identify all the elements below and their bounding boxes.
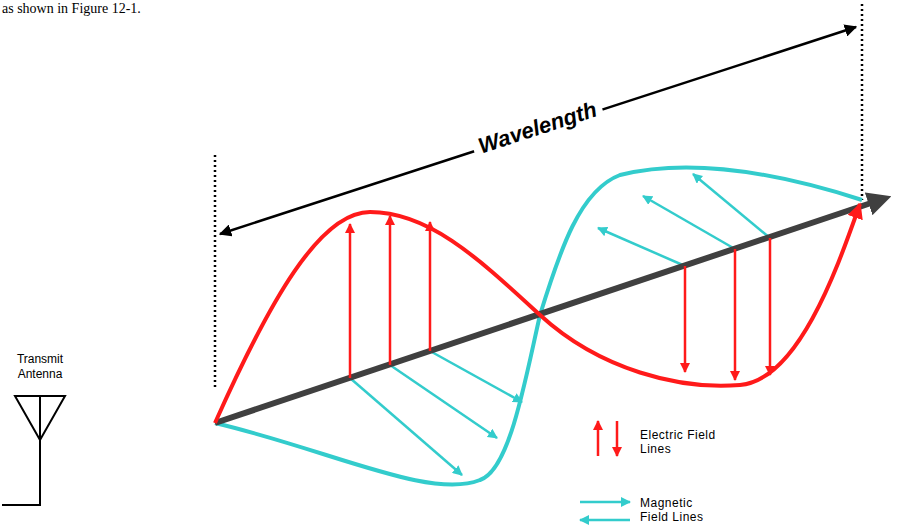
wavelength-arrow [220, 27, 856, 234]
legend-samples [580, 421, 630, 520]
antenna-symbol [2, 396, 65, 505]
magnetic-wave [215, 168, 862, 485]
legend-sample [597, 421, 600, 456]
legend-text: Electric Field Lines [640, 428, 735, 456]
propagation-axis [215, 200, 880, 423]
caption-text: as shown in Figure 12-1. [2, 0, 302, 17]
limit-line [214, 155, 217, 390]
electric-wave [215, 204, 860, 423]
legend-text: Magnetic Field Lines [640, 496, 720, 524]
limit-line [861, 4, 864, 200]
electric-vectors [350, 216, 770, 380]
legend-sample [580, 501, 630, 504]
dimension-label: Wavelength [470, 95, 606, 161]
antenna-label: Transmit Antenna [0, 352, 80, 382]
legend-sample [580, 519, 630, 522]
legend-sample [616, 421, 619, 456]
